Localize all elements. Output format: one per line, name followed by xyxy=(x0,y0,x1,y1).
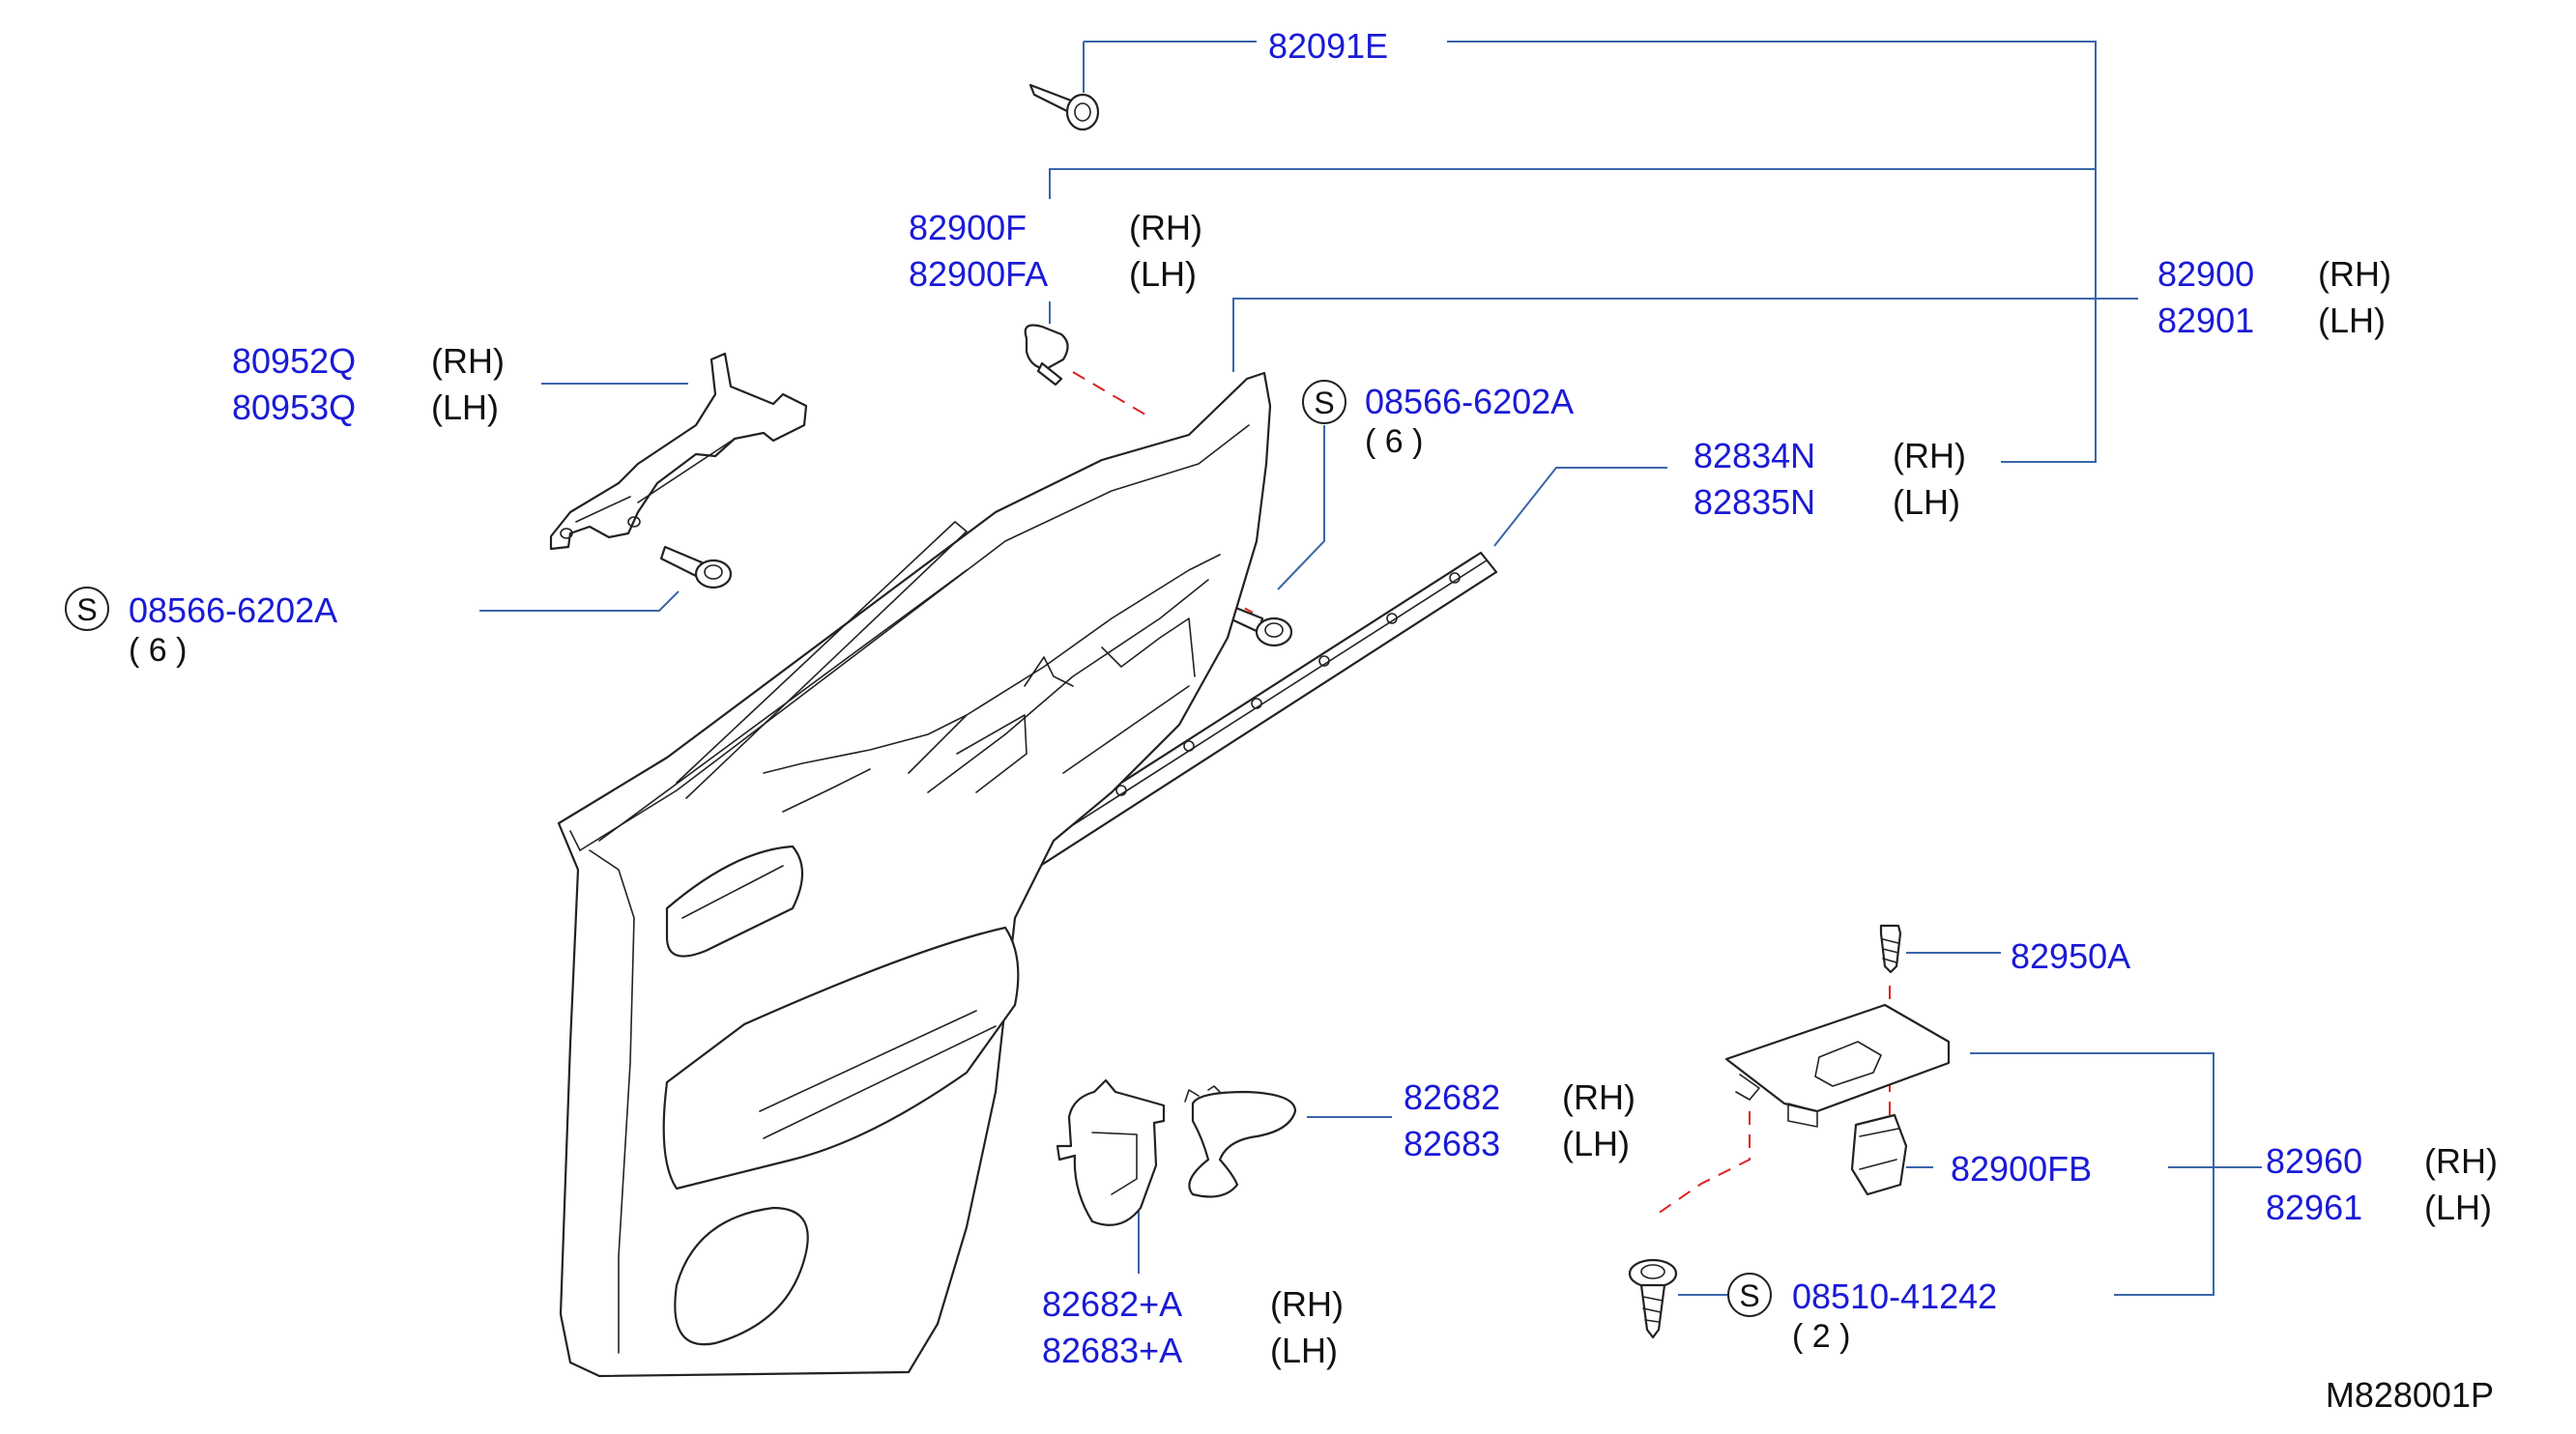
label-82683: 82683 xyxy=(1404,1124,1500,1163)
label-82961: 82961 xyxy=(2266,1188,2362,1227)
label-08566-6202a-right-qty: ( 6 ) xyxy=(1365,423,1423,460)
label-82091e: 82091E xyxy=(1268,26,1388,66)
clip-icon xyxy=(1028,83,1100,131)
label-82834n-side: (RH) xyxy=(1893,436,1966,475)
label-82900-side: (RH) xyxy=(2318,254,2391,294)
label-08510-41242: 08510-41242 xyxy=(1792,1276,1997,1316)
label-80952q: 80952Q xyxy=(232,341,356,381)
standard-part-symbol xyxy=(1302,380,1346,424)
screw-right-icon xyxy=(1228,605,1293,647)
label-82683-side: (LH) xyxy=(1562,1124,1630,1163)
door-finisher-icon xyxy=(557,371,1272,1378)
label-82682a-side: (RH) xyxy=(1270,1284,1344,1324)
standard-part-symbol-letter: S xyxy=(1314,386,1334,420)
drawing-code: M828001P xyxy=(2326,1375,2494,1415)
label-82682-side: (RH) xyxy=(1562,1077,1635,1117)
standard-part-symbol-letter: S xyxy=(76,592,97,627)
label-80953q-side: (LH) xyxy=(431,387,499,427)
standard-part-symbol xyxy=(1727,1273,1772,1317)
label-08566-6202a-left: 08566-6202A xyxy=(129,590,337,630)
label-82834n: 82834N xyxy=(1693,436,1815,475)
armrest-panel-icon xyxy=(1724,1003,1951,1128)
label-82835n: 82835N xyxy=(1693,482,1815,522)
label-82683a: 82683+A xyxy=(1042,1331,1182,1370)
label-08566-6202a-right: 08566-6202A xyxy=(1365,382,1574,421)
label-82900fa: 82900FA xyxy=(909,254,1048,294)
label-82961-side: (LH) xyxy=(2424,1188,2492,1227)
handle-escutcheon-assy-icon xyxy=(1056,1078,1166,1226)
label-82900f-side: (RH) xyxy=(1129,208,1202,247)
clip-82900fb-icon xyxy=(1850,1113,1908,1196)
label-82683a-side: (LH) xyxy=(1270,1331,1338,1370)
label-82835n-side: (LH) xyxy=(1893,482,1960,522)
label-82901-side: (LH) xyxy=(2318,301,2386,340)
label-08510-41242-qty: ( 2 ) xyxy=(1792,1318,1850,1355)
label-82682: 82682 xyxy=(1404,1077,1500,1117)
label-82960: 82960 xyxy=(2266,1141,2362,1181)
leader-lines xyxy=(479,41,2262,1296)
label-80952q-side: (RH) xyxy=(431,341,505,381)
label-82900fa-side: (LH) xyxy=(1129,254,1197,294)
label-82900: 82900 xyxy=(2157,254,2254,294)
label-80953q: 80953Q xyxy=(232,387,356,427)
label-82900f: 82900F xyxy=(909,208,1027,247)
label-82901: 82901 xyxy=(2157,301,2254,340)
finisher-clip-icon xyxy=(1024,324,1069,387)
standard-part-symbol-letter: S xyxy=(1739,1278,1759,1313)
screw-82950a-icon xyxy=(1879,924,1902,974)
handle-escutcheon-icon xyxy=(1184,1085,1297,1198)
label-82682a: 82682+A xyxy=(1042,1284,1182,1324)
label-08566-6202a-left-qty: ( 6 ) xyxy=(129,632,187,669)
label-82900fb: 82900FB xyxy=(1951,1149,2092,1189)
bracket-icon xyxy=(549,352,808,551)
screw-bottom-icon xyxy=(1628,1258,1678,1339)
label-82960-side: (RH) xyxy=(2424,1141,2498,1181)
screw-left-icon xyxy=(659,545,733,589)
standard-part-symbol xyxy=(65,587,109,631)
label-82950a: 82950A xyxy=(2011,936,2130,976)
